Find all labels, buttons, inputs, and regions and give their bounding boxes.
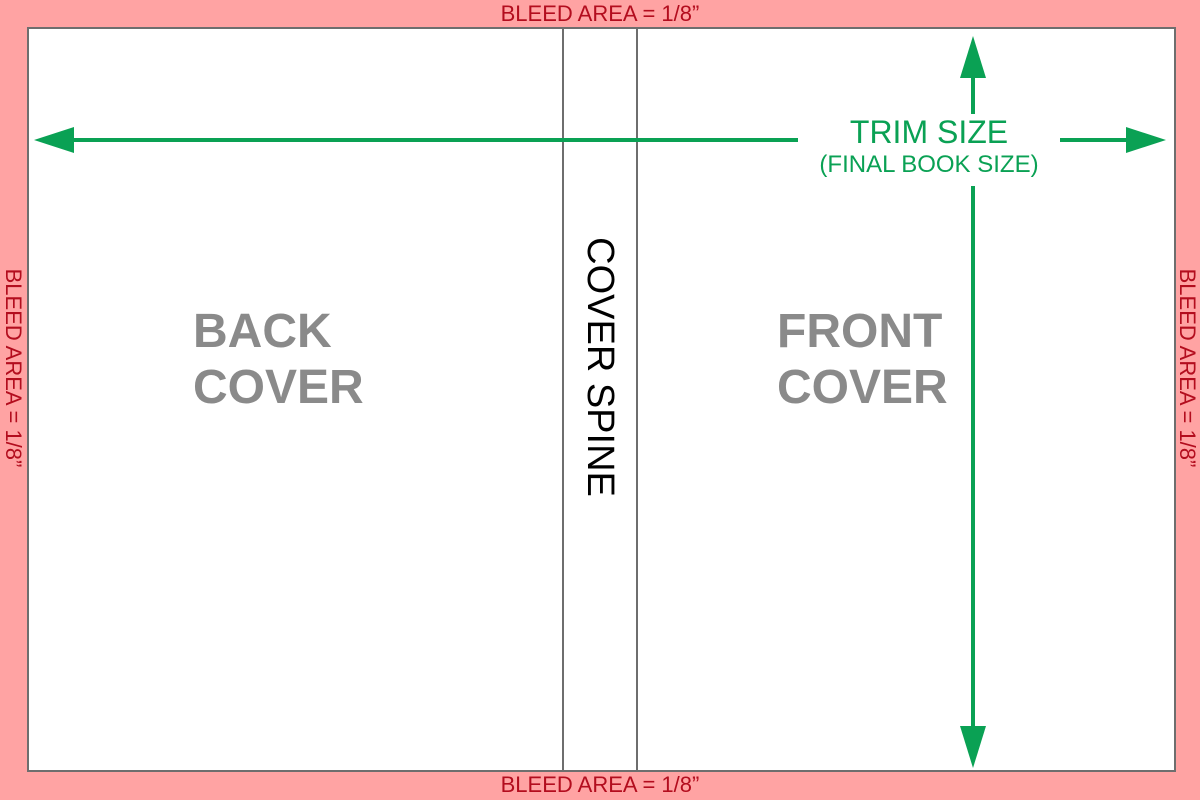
- trim-size-subtitle: (FINAL BOOK SIZE): [819, 151, 1039, 178]
- spine-right-border: [636, 27, 638, 770]
- top-arrowhead-icon: [960, 36, 986, 78]
- spine-left-border: [562, 27, 564, 770]
- back-cover-line1: BACK: [193, 305, 332, 358]
- trim-size-label: TRIM SIZE (FINAL BOOK SIZE): [798, 114, 1060, 186]
- back-cover-line2: COVER: [193, 361, 364, 414]
- front-cover-label: FRONT COVER: [777, 304, 948, 416]
- bleed-label-bottom: BLEED AREA = 1/8”: [500, 772, 700, 797]
- bleed-label-top: BLEED AREA = 1/8”: [500, 1, 700, 26]
- front-cover-line2: COVER: [777, 361, 948, 414]
- bottom-arrowhead-icon: [960, 726, 986, 768]
- left-arrowhead-icon: [34, 127, 74, 153]
- front-cover-line1: FRONT: [777, 305, 943, 358]
- back-cover-label: BACK COVER: [193, 304, 364, 416]
- trim-size-title: TRIM SIZE: [849, 114, 1009, 150]
- right-arrowhead-icon: [1126, 127, 1166, 153]
